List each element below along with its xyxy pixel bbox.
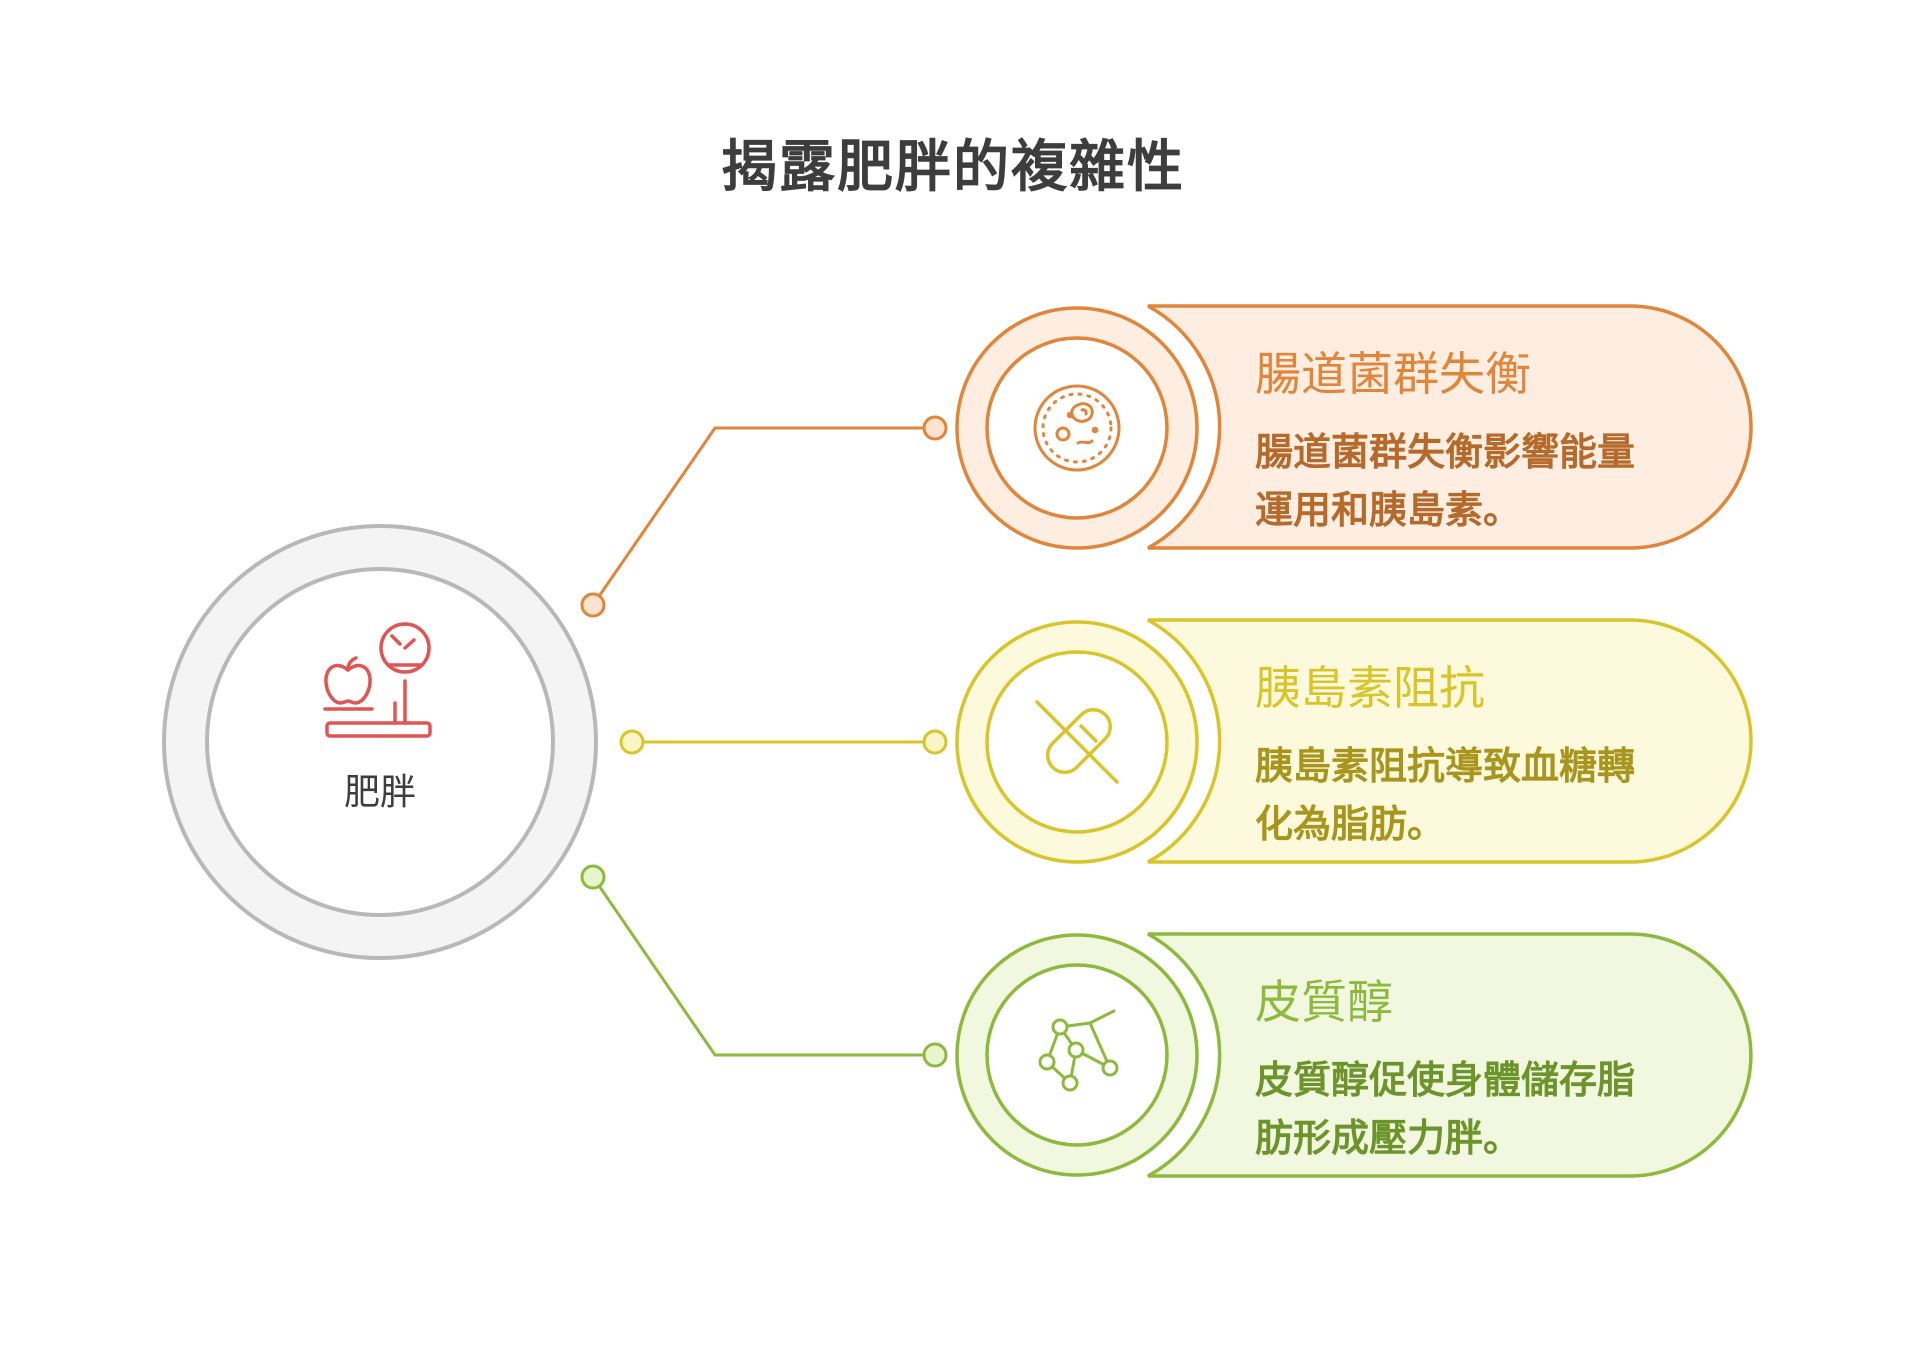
item-desc-cortisol: 皮質醇促使身體儲存脂 肪形成壓力胖。 bbox=[1255, 1051, 1685, 1167]
bacteria-icon bbox=[1033, 384, 1121, 472]
connector-green bbox=[580, 864, 948, 1068]
scale-apple-icon bbox=[323, 622, 432, 738]
item-desc-line2: 化為脂肪。 bbox=[1255, 802, 1446, 846]
item-title-cortisol: 皮質醇 bbox=[1255, 975, 1393, 1029]
item-desc-line2: 運用和胰島素。 bbox=[1255, 488, 1522, 532]
item-title-gut-bacteria: 腸道菌群失衡 bbox=[1255, 347, 1531, 401]
page-title: 揭露肥胖的複雜性 bbox=[721, 135, 1185, 200]
item-gut-bacteria bbox=[955, 304, 1753, 550]
item-desc-insulin-resistance: 胰島素阻抗導致血糖轉 化為脂肪。 bbox=[1255, 737, 1685, 853]
center-label: 肥胖 bbox=[343, 772, 416, 813]
item-desc-line1: 腸道菌群失衡影響能量 bbox=[1255, 430, 1636, 474]
item-cortisol bbox=[955, 932, 1753, 1178]
connector-orange bbox=[580, 415, 948, 618]
center-node bbox=[162, 524, 598, 960]
item-desc-line1: 胰島素阻抗導致血糖轉 bbox=[1255, 744, 1636, 788]
item-desc-gut-bacteria: 腸道菌群失衡影響能量 運用和胰島素。 bbox=[1255, 423, 1685, 539]
connector-yellow bbox=[619, 729, 948, 755]
item-desc-line2: 肪形成壓力胖。 bbox=[1255, 1116, 1522, 1160]
pill-crossed-icon bbox=[1035, 700, 1119, 784]
molecule-icon bbox=[1038, 1009, 1119, 1092]
item-desc-line1: 皮質醇促使身體儲存脂 bbox=[1255, 1058, 1636, 1102]
item-title-insulin-resistance: 胰島素阻抗 bbox=[1255, 661, 1485, 715]
item-insulin-resistance bbox=[955, 618, 1753, 864]
